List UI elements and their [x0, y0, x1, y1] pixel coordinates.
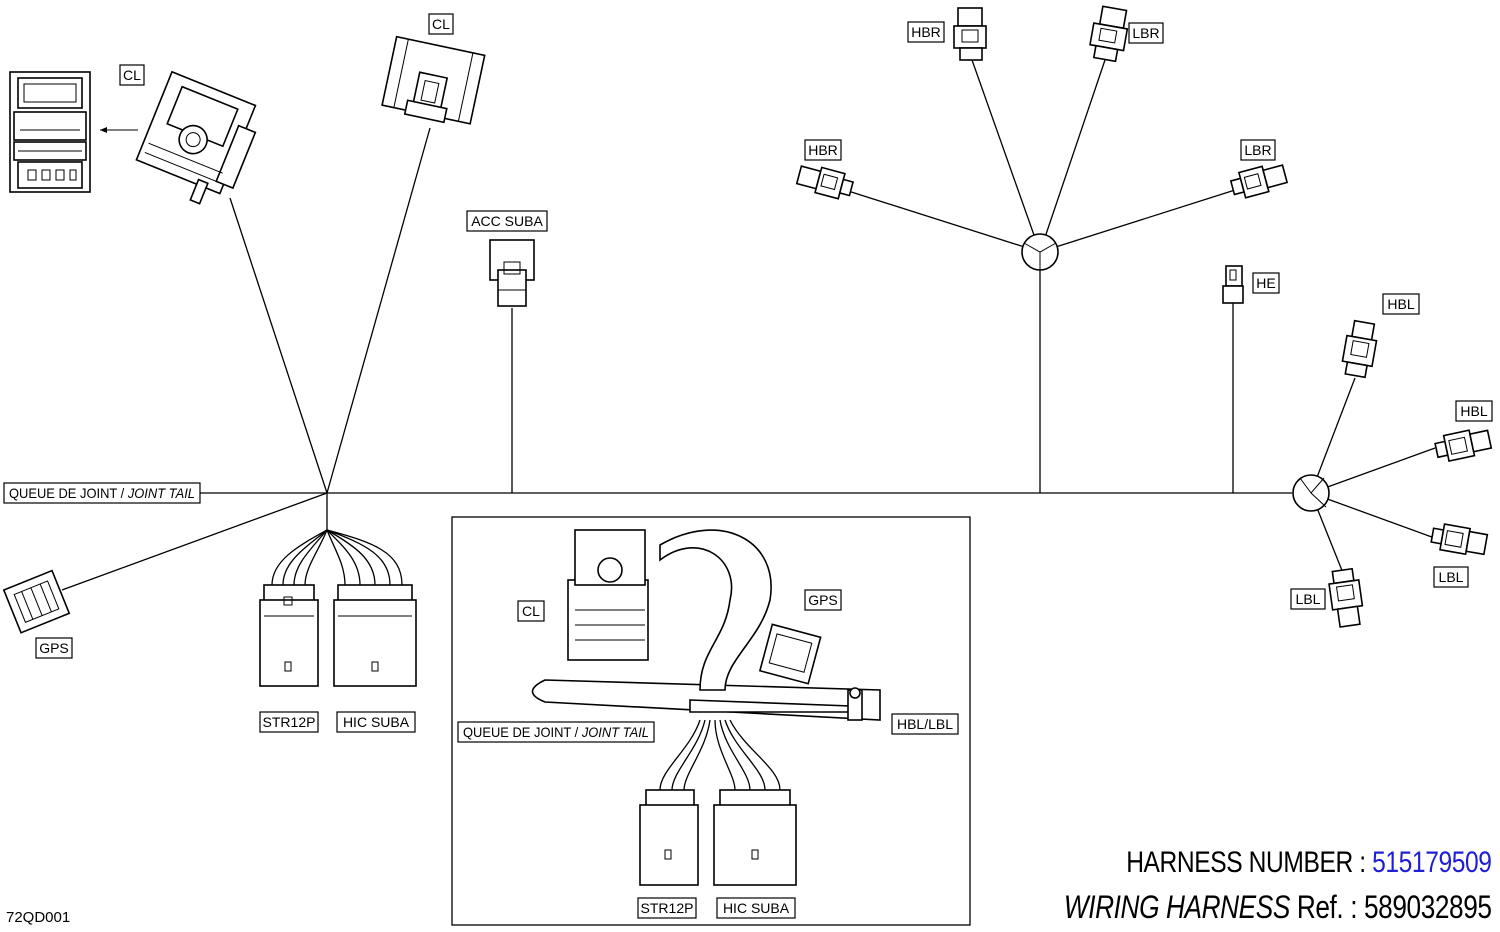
- diagram-code: 72QD001: [6, 909, 71, 926]
- ref-number: 589032895: [1364, 889, 1492, 925]
- lbl-connector-right: [1430, 523, 1489, 556]
- gps-connector: [2, 569, 71, 634]
- inset-label-gps: GPS: [804, 589, 842, 611]
- str12p-connector: [259, 584, 319, 687]
- label-text-en: JOINT TAIL: [127, 485, 195, 501]
- label-acc-suba: ACC SUBA: [466, 210, 548, 232]
- label-text: LBR: [1132, 25, 1159, 41]
- harness-number-label: HARNESS NUMBER :: [1126, 846, 1373, 879]
- svg-text:QUEUE DE JOINT / JOINT TAIL: QUEUE DE JOINT / JOINT TAIL: [9, 485, 195, 501]
- label-text: STR12P: [263, 714, 316, 730]
- label-str12p: STR12P: [259, 711, 319, 733]
- label-he: HE: [1252, 272, 1280, 294]
- svg-text:QUEUE DE JOINT / JOINT TAIL: QUEUE DE JOINT / JOINT TAIL: [463, 724, 649, 740]
- label-text: HBL: [1460, 403, 1487, 419]
- label-text: HIC SUBA: [723, 900, 790, 916]
- hbr-connector-mid: [795, 165, 855, 200]
- label-cl-left: CL: [119, 64, 145, 86]
- lbr-connector-mid: [1229, 164, 1289, 199]
- hbl-connector-top: [1341, 319, 1378, 379]
- label-text: LBL: [1439, 569, 1464, 585]
- inset-harness-assembly: [531, 529, 881, 886]
- label-text-fr: QUEUE DE JOINT /: [9, 485, 128, 501]
- label-text: CL: [123, 67, 141, 83]
- label-lbr-top: LBR: [1128, 22, 1164, 44]
- ref-label: Ref. :: [1290, 889, 1365, 925]
- inset-label-joint-tail: QUEUE DE JOINT / JOINT TAIL: [457, 721, 655, 743]
- label-text-fr: QUEUE DE JOINT /: [463, 724, 582, 740]
- label-text: GPS: [39, 640, 69, 656]
- lbl-connector-bottom: [1328, 567, 1364, 628]
- label-gps: GPS: [35, 637, 73, 659]
- label-hbl-mid: HBL: [1455, 400, 1493, 422]
- label-hbr-top: HBR: [907, 21, 945, 43]
- harness-number-line: HARNESS NUMBER : 515179509: [1126, 846, 1493, 880]
- label-hic-suba: HIC SUBA: [336, 711, 416, 733]
- he-connector: [1222, 265, 1244, 304]
- inset-label-hbl-lbl: HBL/LBL: [891, 713, 959, 735]
- label-text: STR12P: [641, 900, 694, 916]
- inset-frame: [451, 516, 971, 926]
- harness-wires: [61, 59, 1441, 591]
- label-text: HIC SUBA: [343, 714, 410, 730]
- cl-connector-front-view: [9, 71, 138, 193]
- label-text: CL: [432, 16, 450, 32]
- label-text: HE: [1256, 275, 1275, 291]
- cl-connector-top: [381, 35, 486, 125]
- label-text: GPS: [808, 592, 838, 608]
- label-joint-tail: QUEUE DE JOINT / JOINT TAIL: [3, 482, 201, 504]
- hic-suba-connector: [333, 584, 417, 687]
- inset-label-str12p: STR12P: [637, 897, 697, 919]
- label-hbl-top: HBL: [1382, 293, 1420, 315]
- lbr-connector-top: [1089, 5, 1129, 63]
- label-text: CL: [522, 603, 540, 619]
- label-cl-top: CL: [428, 13, 454, 35]
- wiring-harness-ref-line: WIRING HARNESS Ref. : 589032895: [1064, 889, 1492, 926]
- hbr-connector-top: [953, 7, 987, 61]
- cl-connector-angled: [135, 70, 257, 205]
- label-text: HBR: [911, 24, 941, 40]
- inset-label-hic-suba: HIC SUBA: [716, 897, 796, 919]
- harness-number-value: 515179509: [1372, 846, 1493, 879]
- hbl-connector-mid: [1434, 429, 1493, 462]
- label-text: LBR: [1244, 142, 1271, 158]
- label-text: HBL/LBL: [897, 716, 953, 732]
- label-text: ACC SUBA: [471, 213, 543, 229]
- label-text-en: JOINT TAIL: [581, 724, 649, 740]
- label-lbl-right: LBL: [1433, 566, 1469, 588]
- inset-label-cl: CL: [517, 600, 545, 622]
- wiring-harness-label: WIRING HARNESS: [1064, 889, 1291, 925]
- acc-suba-connector: [489, 239, 535, 307]
- label-hbr-mid: HBR: [804, 139, 842, 161]
- label-lbl-bottom: LBL: [1290, 588, 1326, 610]
- label-text: LBL: [1296, 591, 1321, 607]
- label-lbr-mid: LBR: [1240, 139, 1276, 161]
- label-text: HBL: [1387, 296, 1414, 312]
- label-text: HBR: [808, 142, 838, 158]
